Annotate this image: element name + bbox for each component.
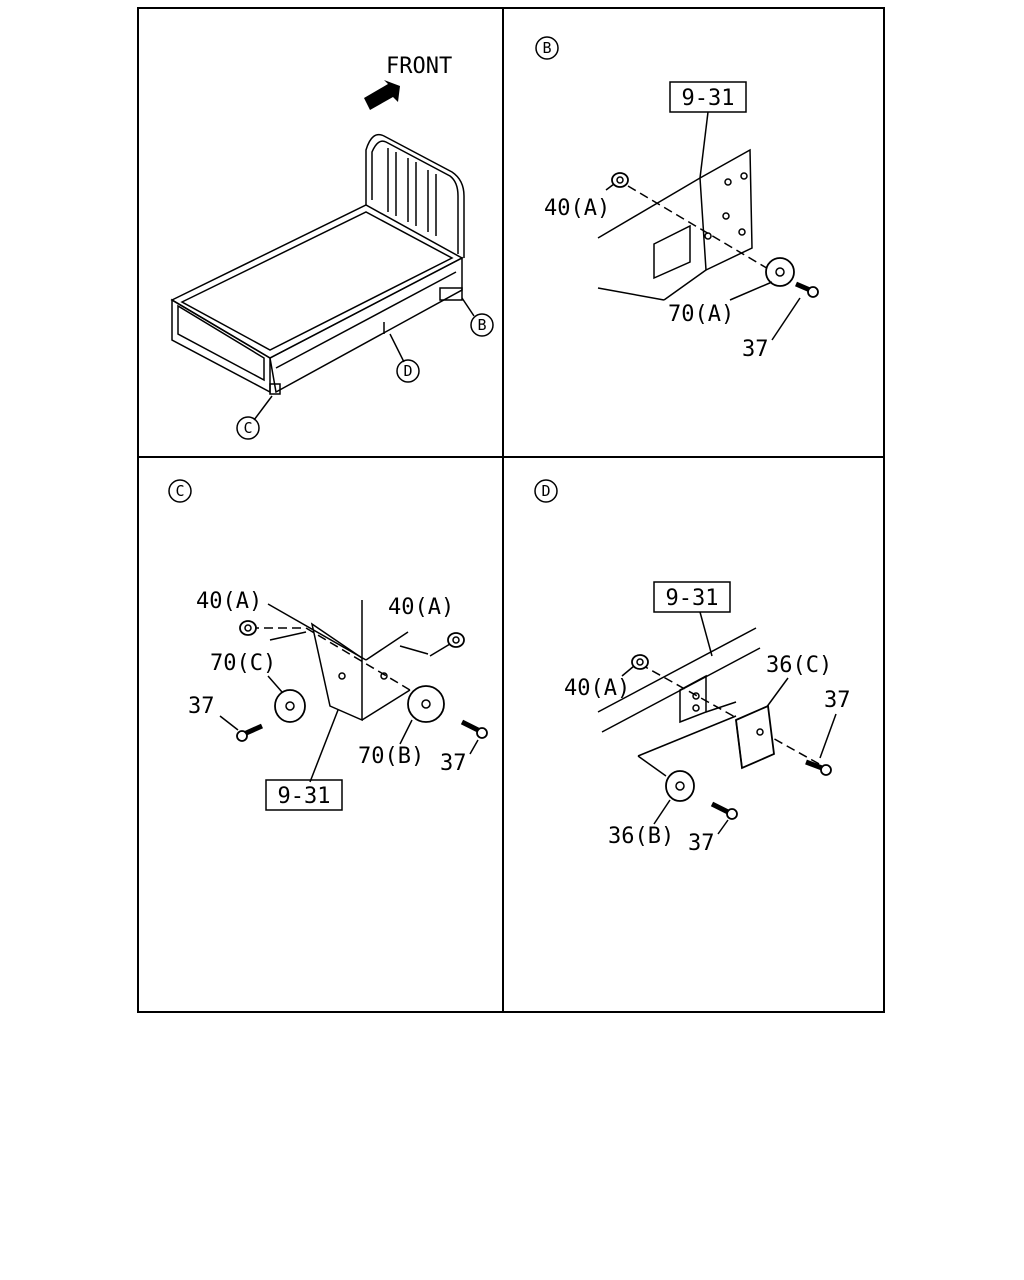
panel-d-pad-label: 36(C) [766,653,832,678]
panel-b-bolt-label: 37 [742,337,769,362]
svg-text:C: C [175,482,184,500]
panel-c-bolt-right-icon [460,719,488,739]
panel-c-rubber-left-label: 70(C) [210,651,276,676]
panel-c-bolt-left-icon [236,723,264,742]
panel-d-nut-icon [631,654,649,670]
front-arrow-icon [364,80,400,110]
panel-c-bolt-left-label: 37 [188,694,215,719]
panel-b-nut-label: 40(A) [544,196,610,221]
detail-panel-d: D 9-31 40(A) 36(C) 37 [534,479,851,856]
svg-text:9-31: 9-31 [666,586,719,611]
panel-d-rail [597,627,761,757]
truck-bed-drawing [170,133,465,395]
panel-d-letter: D [534,479,558,503]
panel-b-nut-icon [611,172,629,188]
callout-c: C [236,416,260,440]
panel-c-nut-left-icon [239,620,257,636]
panel-c-nut-left-label: 40(A) [196,589,262,614]
panel-b-bracket [597,148,753,301]
panel-c-nut-right-icon [447,632,465,648]
callout-b: B [470,313,494,337]
panel-d-rubber-label: 36(B) [608,824,674,849]
svg-text:C: C [243,419,252,437]
panel-c-nut-right-label: 40(A) [388,595,454,620]
svg-text:9-31: 9-31 [682,86,735,111]
panel-b-rubber-mount-icon [765,257,795,287]
callout-d: D [396,359,420,383]
svg-text:9-31: 9-31 [278,784,331,809]
panel-d-bolt-upper-icon [805,759,832,776]
panel-c-bolt-right-label: 37 [440,751,467,776]
panel-c-rubber-right-label: 70(B) [358,744,424,769]
front-label: FRONT [386,54,452,79]
detail-panel-b: B 9-31 40(A) 70(A) [535,36,819,362]
panel-d-bolt-lower-label: 37 [688,831,715,856]
panel-d-pad-icon [735,704,775,770]
panel-b-ref-box: 9-31 [669,81,747,113]
svg-text:B: B [542,39,551,57]
panel-c-ref-box: 9-31 [265,779,343,811]
panel-c-letter: C [168,479,192,503]
panel-d-nut-label: 40(A) [564,676,630,701]
panel-c-bracket [267,600,429,722]
panel-b-letter: B [535,36,559,60]
panel-d-bolt-upper-label: 37 [824,688,851,713]
svg-text:D: D [403,362,412,380]
svg-text:B: B [477,316,486,334]
panel-d-rubber-icon [665,770,695,802]
panel-c-rubber-left-icon [274,689,306,723]
svg-text:D: D [541,482,550,500]
panel-d-ref-box: 9-31 [653,581,731,613]
overview-panel: FRONT [170,54,494,440]
panel-c-rubber-right-icon [407,685,445,723]
panel-grid [137,7,885,1013]
panel-b-bolt-icon [795,281,819,298]
panel-d-bolt-lower-icon [710,801,738,820]
detail-panel-c: C 40(A) 40(A) 70(C) [168,479,488,811]
panel-b-rubber-label: 70(A) [668,302,734,327]
